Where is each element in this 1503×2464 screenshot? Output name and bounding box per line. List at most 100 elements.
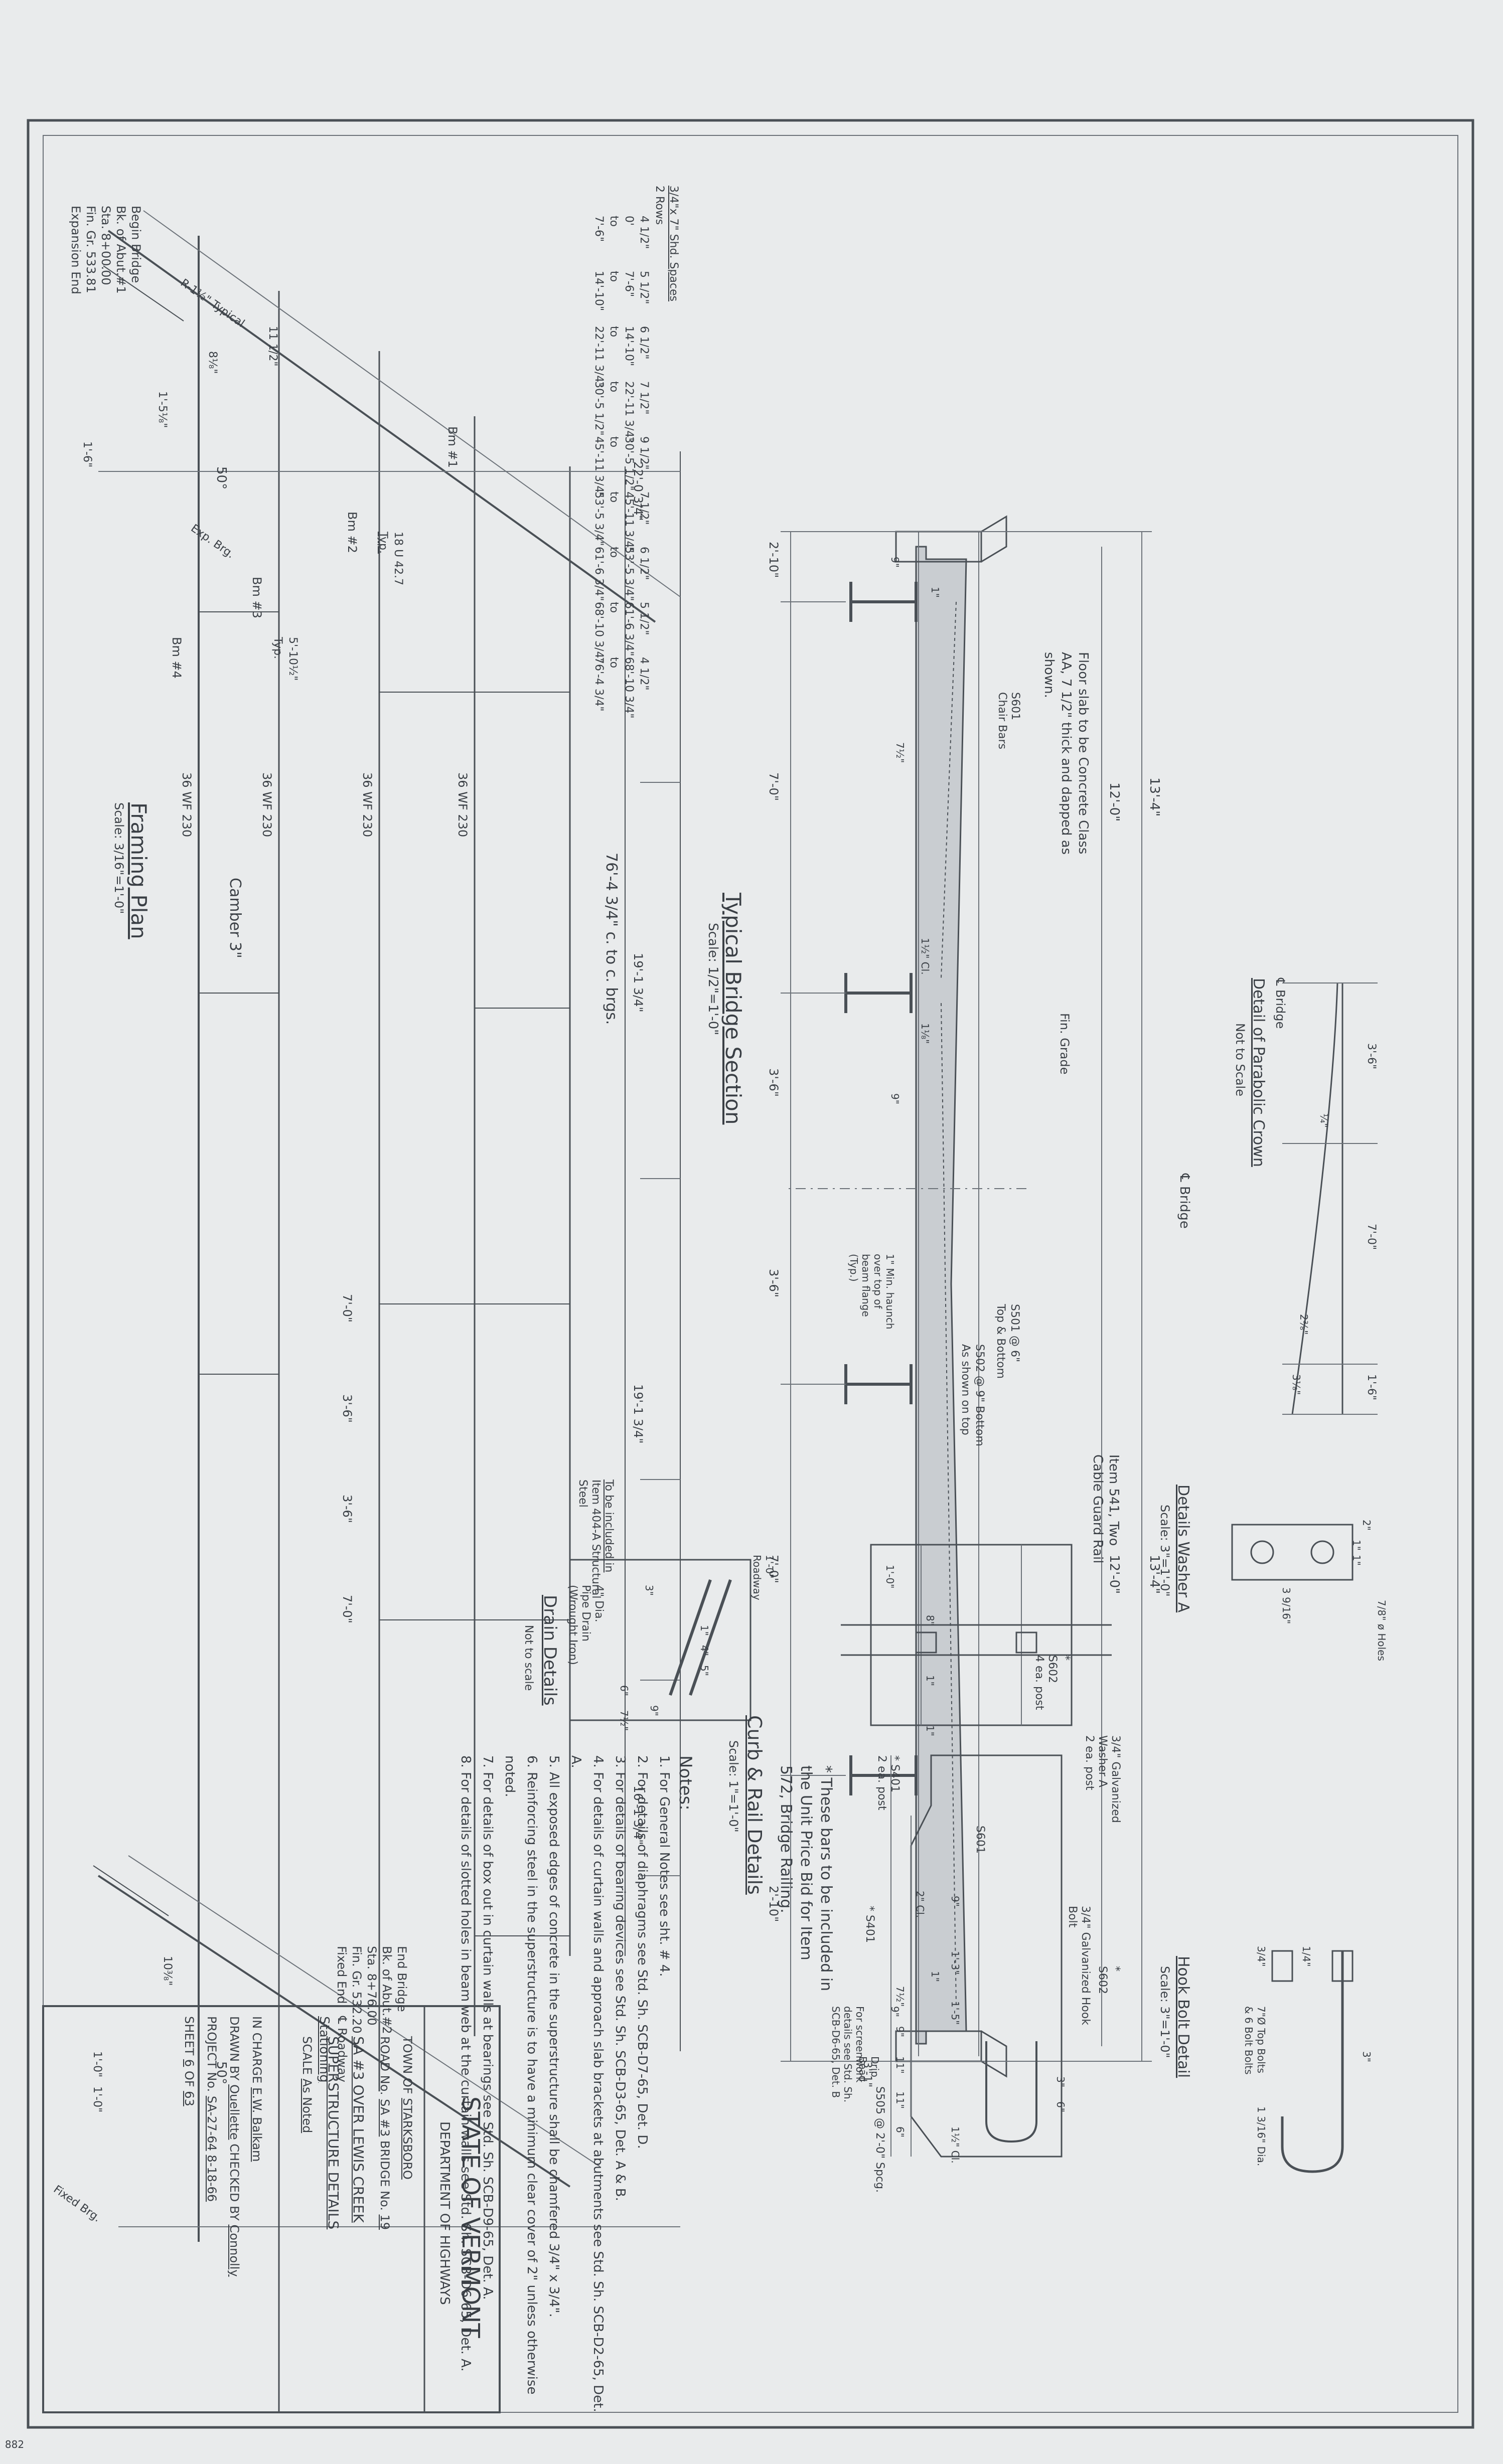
s401-a-1: * S401: [888, 1755, 901, 1792]
spacing-cell: 0': [623, 216, 635, 226]
hook-bolt-thread: 7"Ø Top Bolts: [1255, 2006, 1267, 2073]
screen-3: SCB-D6-65, Det. B: [830, 2006, 842, 2098]
end-line-3: Sta. 8+76.00: [365, 1946, 379, 2026]
curb-rail-title: Curb & Rail Details: [743, 1715, 766, 1895]
curb-dim-9: 9": [894, 2026, 906, 2037]
top-dim-4: 1'-5⅛": [156, 391, 169, 428]
s501-note: S501 @ 6" Top & Bottom: [993, 1304, 1021, 1379]
drain-dim-7: 9": [648, 1705, 660, 1716]
s502-note: S502 @ 9" Bottom As shown on top: [958, 1344, 986, 1446]
washer-dim-1: 2": [1361, 1520, 1373, 1531]
curb-dim-12: 6": [894, 2126, 906, 2138]
hook-bolt-lines: [1271, 1950, 1354, 2173]
bay-dim-2: 7'-0": [767, 772, 781, 801]
s501-1: S501 @ 6": [1008, 1304, 1021, 1363]
scale-value: As Noted: [300, 2078, 314, 2133]
spacing-cell: 61'-6 3/4": [623, 602, 635, 656]
drawn-value: Ouellette: [227, 2084, 241, 2140]
curb-rail-scale: Scale: 1"=1'-0": [726, 1740, 740, 1833]
spacing-cell: to: [608, 216, 620, 227]
section-dim-6: 9": [889, 1093, 901, 1104]
spacing-cell: 14'-10": [623, 326, 635, 367]
spacing-cell: 22'-11 3/4": [592, 326, 605, 388]
spacing-cell: 22'-11 3/4": [623, 381, 635, 443]
incl-2: Item 404-A Structural: [589, 1480, 602, 1599]
road-label: ROAD No.: [378, 2036, 392, 2095]
spacing-cell: 5 1/2": [638, 271, 650, 304]
spacing-cell: 30'-5 1/2": [592, 381, 605, 436]
hook-bolt-bolts: & 6 Bolt Bolts: [1243, 2006, 1255, 2075]
span-dim-2: 19'-1 3/4": [631, 953, 645, 1013]
spacing-cell: to: [608, 436, 620, 448]
star-1: * These bars to be included in: [817, 1765, 835, 1992]
diaphragm-label: 18 U 42.7: [392, 532, 404, 586]
section-2: 36 WF 230: [360, 772, 374, 838]
spacing-cell: to: [608, 491, 620, 503]
washer-dim-4: 3 9/16": [1280, 1587, 1292, 1624]
spacing-cell: 61'-6 3/4": [592, 547, 605, 601]
framing-plan-title: Framing Plan: [126, 802, 151, 939]
section-4: 36 WF 230: [180, 772, 194, 838]
width-total-left: 13'-4": [1147, 777, 1162, 817]
stamp-number: 882: [5, 2438, 25, 2451]
curb-dim-10: 11": [894, 2056, 906, 2074]
spacing-header-1: 3/4"x 7" Shd. Spaces: [667, 186, 680, 302]
spacing-cell: 14'-10": [592, 271, 605, 311]
chair-bars-note: S601 Chair Bars: [995, 692, 1021, 749]
camber-note: Camber 3": [226, 878, 244, 958]
curb-dim-4: 1'-5": [949, 2001, 961, 2025]
parabolic-dim-1: 3'-6": [1365, 1043, 1378, 1070]
top-dim-1: 11 1/2": [266, 326, 279, 367]
s601-label: S601: [974, 1826, 986, 1854]
fin-grade-label: Fin. Grade: [1058, 1013, 1072, 1075]
angle-top: 50°: [214, 466, 229, 490]
spacing-cell: 53'-5 3/4": [592, 491, 605, 546]
galv-a-2: Washer A: [1096, 1735, 1109, 1787]
hook-bolt-dim-b: 1/4": [1300, 1946, 1312, 1967]
incharge-value: E.W. Balkam: [250, 2087, 264, 2162]
drain-dim-1: 1'-0": [764, 1555, 776, 1579]
drain-dim-8: 6": [618, 1685, 630, 1696]
inner-border: [43, 135, 1458, 2413]
spacing-cell: 4 1/2": [638, 657, 650, 691]
incharge-label: IN CHARGE: [250, 2016, 264, 2084]
bottom-dim-b: 10⅜": [161, 1956, 174, 1986]
drain-dim-5: 5": [698, 1665, 710, 1676]
galv-b-1: 3/4" Galvanized Hook: [1079, 1906, 1092, 2025]
checked-label: CHECKED BY: [227, 2144, 241, 2221]
diaphragm-dim: 5'-10½": [286, 637, 299, 681]
cable-dim-1: 1": [924, 1675, 936, 1686]
road-row: ROAD No. SA #3 BRIDGE No. 19: [378, 2036, 392, 2230]
washer-holes: 7/8" ø Holes: [1376, 1600, 1388, 1661]
haunch-note: 1" Min. haunch over top of beam flange (…: [848, 1254, 896, 1329]
section-dim-2: 1": [929, 587, 941, 598]
section-scale: Scale: 1/2"=1'-0": [705, 923, 720, 1036]
outer-border: [27, 119, 1474, 2429]
section-1: 36 WF 230: [456, 772, 470, 838]
title-state: STATE OF VERMONT: [457, 2096, 485, 2338]
spacing-cell: 68'-10 3/4": [592, 602, 605, 664]
note-6: 6. Reinforcing steel in the superstructu…: [502, 1755, 539, 2395]
cable-rail-item: Item 541, Two Cable Guard Rail: [1090, 1454, 1122, 1564]
title-dept: DEPARTMENT OF HIGHWAYS: [437, 2121, 452, 2305]
width-half-left: 12'-0": [1107, 782, 1122, 822]
title-sheet-name: SUPERSTRUCTURE DETAILS: [325, 2036, 342, 2230]
begin-line-1: Begin Bridge: [129, 206, 143, 283]
framing-plan-scale: Scale: 3/16"=1'-0": [112, 802, 126, 914]
spacing-header: 3/4"x 7" Shd. Spaces 2 Rows: [652, 186, 680, 301]
s401-a-2: 2 ea. post: [875, 1755, 888, 1811]
bottom-dim-1: 7'-0": [340, 1294, 354, 1323]
bay-dim-3: 3'-6": [767, 1068, 781, 1097]
hook-bolt-title: Hook Bolt Detail: [1174, 1956, 1192, 2078]
of-label: OF: [182, 2070, 196, 2087]
screen-2: details see Std. Sh.: [842, 2006, 854, 2103]
parabolic-dim-3: 1'-6": [1365, 1374, 1378, 1401]
s602-b-2: S602: [1096, 1966, 1109, 1994]
begin-line-2: Bk. of Abut.#1: [114, 206, 128, 294]
drain-subtitle: Not to scale: [522, 1625, 535, 1691]
notes-list: 1. For General Notes see sht. # 4. 2. Fo…: [455, 1755, 675, 2427]
drain-dim-3: 1": [698, 1625, 710, 1636]
curb-dim-8: 7½": [894, 1986, 906, 2007]
galv-hook-note: 3/4" Galvanized Hook Bolt: [1066, 1906, 1092, 2025]
